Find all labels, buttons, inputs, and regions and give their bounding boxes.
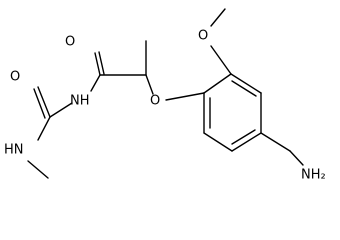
bond-nh-methyl [27, 160, 49, 179]
atom-nh-imide: NH [70, 94, 90, 109]
molecule-diagram: O O O O NH HN NH₂ [4, 8, 326, 183]
atom-nh-urea: HN [4, 143, 24, 158]
atom-o-urea: O [10, 70, 20, 85]
bond-nh-urea-c [49, 102, 73, 118]
bond-methoxy-oxygen-ring [210, 45, 232, 75]
bond-ring-1-inner [231, 80, 257, 97]
structure-canvas: O O O O NH HN NH₂ [4, 8, 326, 183]
bond-ring-1 [230, 73, 262, 94]
bond-urea-c-nh [37, 116, 51, 141]
bond-ether-o-ch [145, 74, 154, 95]
atom-o-amide: O [65, 35, 75, 50]
bond-ring-ch2 [260, 132, 291, 152]
bond-urea-c-o-2 [33, 88, 46, 119]
bond-ring-3-inner [231, 129, 256, 145]
atom-o-ether: O [150, 94, 160, 109]
atom-nh2: NH₂ [301, 168, 326, 183]
bonds [27, 8, 304, 179]
bond-ch2-nh2 [289, 150, 304, 166]
bond-carbonyl-o-1 [94, 52, 101, 76]
atom-labels: O O O O NH HN NH₂ [4, 29, 326, 183]
bond-carbonyl-o-2 [98, 51, 105, 75]
bond-ring-3 [231, 132, 262, 152]
bond-carbonyl-nh [90, 74, 101, 92]
bond-ring-6 [203, 73, 232, 94]
bond-ring-4 [203, 132, 233, 152]
bond-urea-c-o-1 [37, 86, 51, 118]
bond-methoxy-methyl [210, 8, 226, 27]
bond-ring-ether-o [165, 92, 205, 101]
atom-o-methoxy: O [198, 29, 208, 44]
